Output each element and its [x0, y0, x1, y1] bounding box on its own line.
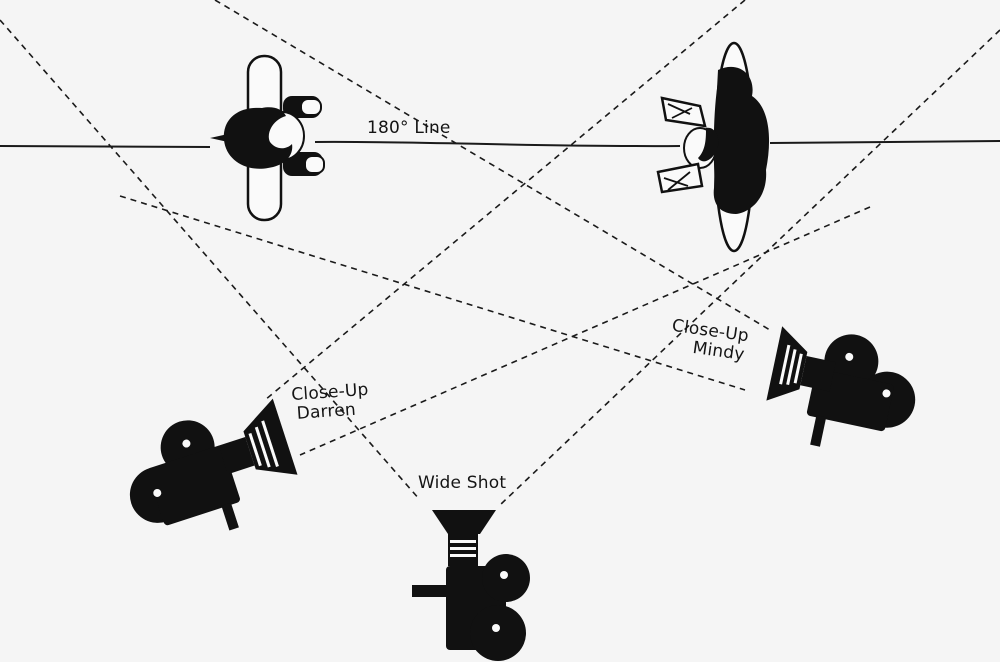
camera-wide-shot-icon	[412, 510, 530, 661]
camera-closeup-mindy-icon	[766, 326, 916, 447]
sight-line	[214, 0, 771, 331]
camera-closeup-darren-icon	[129, 398, 298, 531]
mindy-figure-icon	[656, 41, 770, 253]
line-180	[0, 140, 1000, 148]
label-closeup-darren: Close-Up Darren	[291, 380, 383, 424]
sight-line	[119, 195, 746, 391]
label-wide-shot: Wide Shot	[418, 473, 507, 493]
label-180-line: 180° Line	[367, 118, 451, 138]
sight-line	[0, 19, 421, 501]
darren-figure-icon	[210, 54, 325, 222]
sight-line	[264, 0, 746, 401]
sight-line	[299, 206, 871, 456]
sight-lines	[0, 0, 1000, 506]
sight-line	[499, 29, 1000, 506]
